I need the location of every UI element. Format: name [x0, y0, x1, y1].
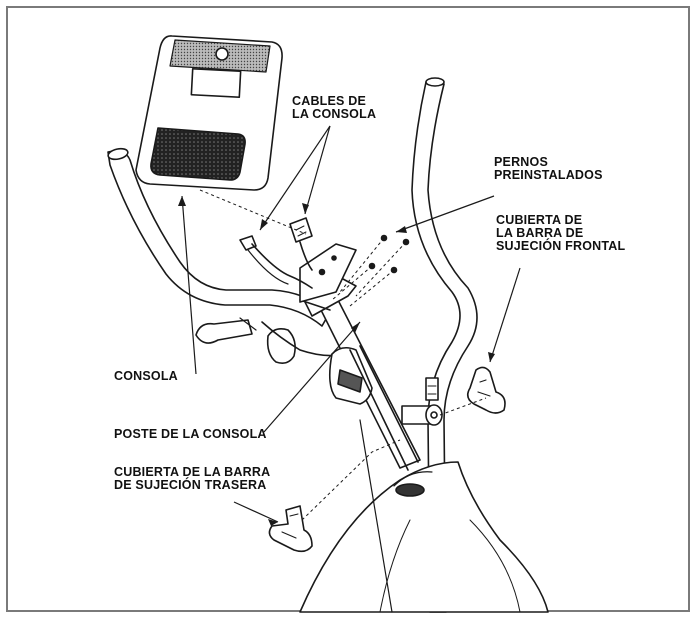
label-console-cables: CABLES DE LA CONSOLA — [292, 94, 377, 121]
diagram-frame — [6, 6, 690, 612]
label-preinstalled-bolts: PERNOS PREINSTALADOS — [494, 155, 603, 182]
label-front-handlebar-cover: CUBIERTA DE LA BARRA DE SUJECIÓN FRONTAL — [496, 213, 626, 253]
pivot-arm — [328, 345, 443, 471]
label-console-post: POSTE DE LA CONSOLA — [114, 427, 267, 441]
leader-console — [181, 195, 197, 375]
leader-bolts — [395, 195, 495, 233]
preinstalled-bolts — [368, 234, 410, 274]
front-handlebar-cover — [466, 366, 506, 414]
leader-cables-b — [304, 125, 331, 215]
rear-handlebar-cover — [268, 505, 313, 553]
leader-post — [263, 321, 361, 433]
leader-lines — [181, 125, 521, 523]
leader-front-cover — [489, 267, 521, 363]
right-handlebar — [411, 77, 478, 613]
machine-base — [299, 419, 549, 613]
leader-arrowheads — [178, 196, 495, 526]
leader-cables-a — [259, 125, 331, 231]
console-bracket — [239, 217, 357, 303]
leader-rear-cover — [233, 501, 279, 523]
console — [135, 35, 283, 191]
assembly-guides — [199, 189, 487, 521]
label-rear-handlebar-cover: CUBIERTA DE LA BARRA DE SUJECIÓN TRASERA — [114, 465, 271, 492]
label-console: CONSOLA — [114, 369, 178, 383]
